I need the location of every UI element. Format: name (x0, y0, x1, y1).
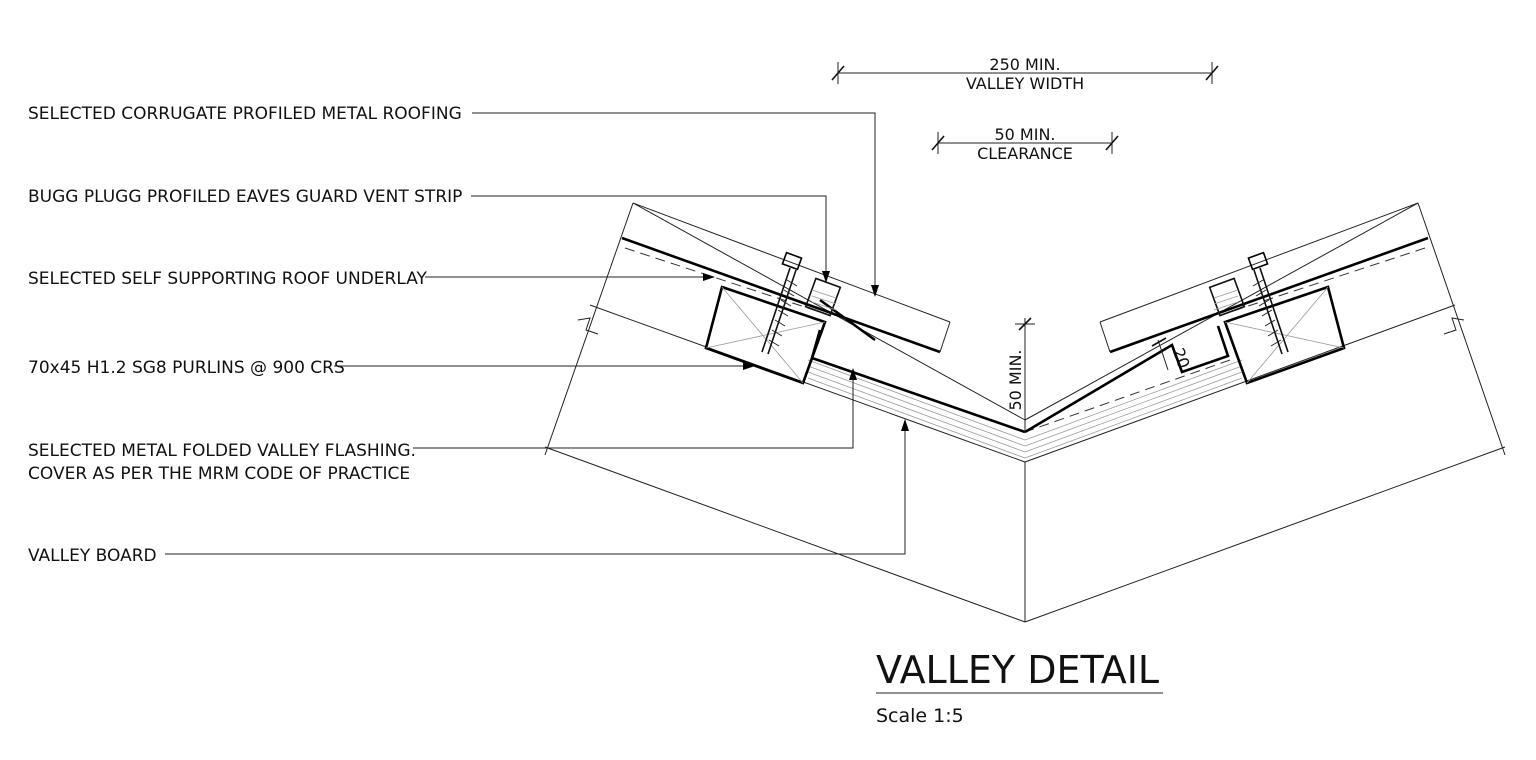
purlins-label: 70x45 H1.2 SG8 PURLINS @ 900 CRS (28, 358, 345, 378)
valley-width-label: VALLEY WIDTH (966, 74, 1084, 93)
vertical-min-value: 50 MIN. (1006, 349, 1025, 410)
dimension-clearance: 50 MIN. CLEARANCE (931, 125, 1119, 163)
right-flashing (1024, 325, 1230, 434)
annotation-flashing: SELECTED METAL FOLDED VALLEY FLASHING. C… (28, 368, 857, 484)
left-purlin (704, 285, 827, 385)
right-purlin (1223, 285, 1346, 385)
annotation-vent-strip: BUGG PLUGG PROFILED EAVES GUARD VENT STR… (28, 187, 830, 283)
right-screw-icon (1247, 251, 1289, 355)
clearance-value: 50 MIN. (994, 125, 1055, 144)
drawing-scale: Scale 1:5 (876, 705, 964, 727)
annotation-purlins: 70x45 H1.2 SG8 PURLINS @ 900 CRS (28, 358, 755, 378)
annotation-underlay: SELECTED SELF SUPPORTING ROOF UNDERLAY (28, 269, 715, 289)
right-roof-assembly (1024, 202, 1429, 434)
vent-strip-label: BUGG PLUGG PROFILED EAVES GUARD VENT STR… (28, 187, 462, 207)
left-flashing (810, 329, 1026, 434)
underlay-label: SELECTED SELF SUPPORTING ROOF UNDERLAY (28, 269, 428, 289)
dimension-vertical-min: 50 MIN. (1006, 317, 1035, 432)
annotation-roofing: SELECTED CORRUGATE PROFILED METAL ROOFIN… (28, 104, 879, 297)
left-roof-assembly (621, 202, 1026, 434)
roofing-label: SELECTED CORRUGATE PROFILED METAL ROOFIN… (28, 104, 462, 124)
valley-board-label: VALLEY BOARD (28, 546, 157, 566)
left-screw-icon (761, 251, 803, 355)
flashing-label-line2: COVER AS PER THE MRM CODE OF PRACTICE (28, 464, 410, 484)
valley-width-value: 250 MIN. (989, 55, 1060, 74)
drawing-title: VALLEY DETAIL (876, 648, 1159, 692)
annotation-valley-board: VALLEY BOARD (28, 419, 909, 566)
dimension-valley-width: 250 MIN. VALLEY WIDTH (831, 55, 1219, 93)
title-block: VALLEY DETAIL Scale 1:5 (876, 648, 1163, 727)
right-vent-strip (1208, 277, 1246, 317)
flashing-label-line1: SELECTED METAL FOLDED VALLEY FLASHING. (28, 441, 416, 461)
clearance-label: CLEARANCE (977, 144, 1073, 163)
